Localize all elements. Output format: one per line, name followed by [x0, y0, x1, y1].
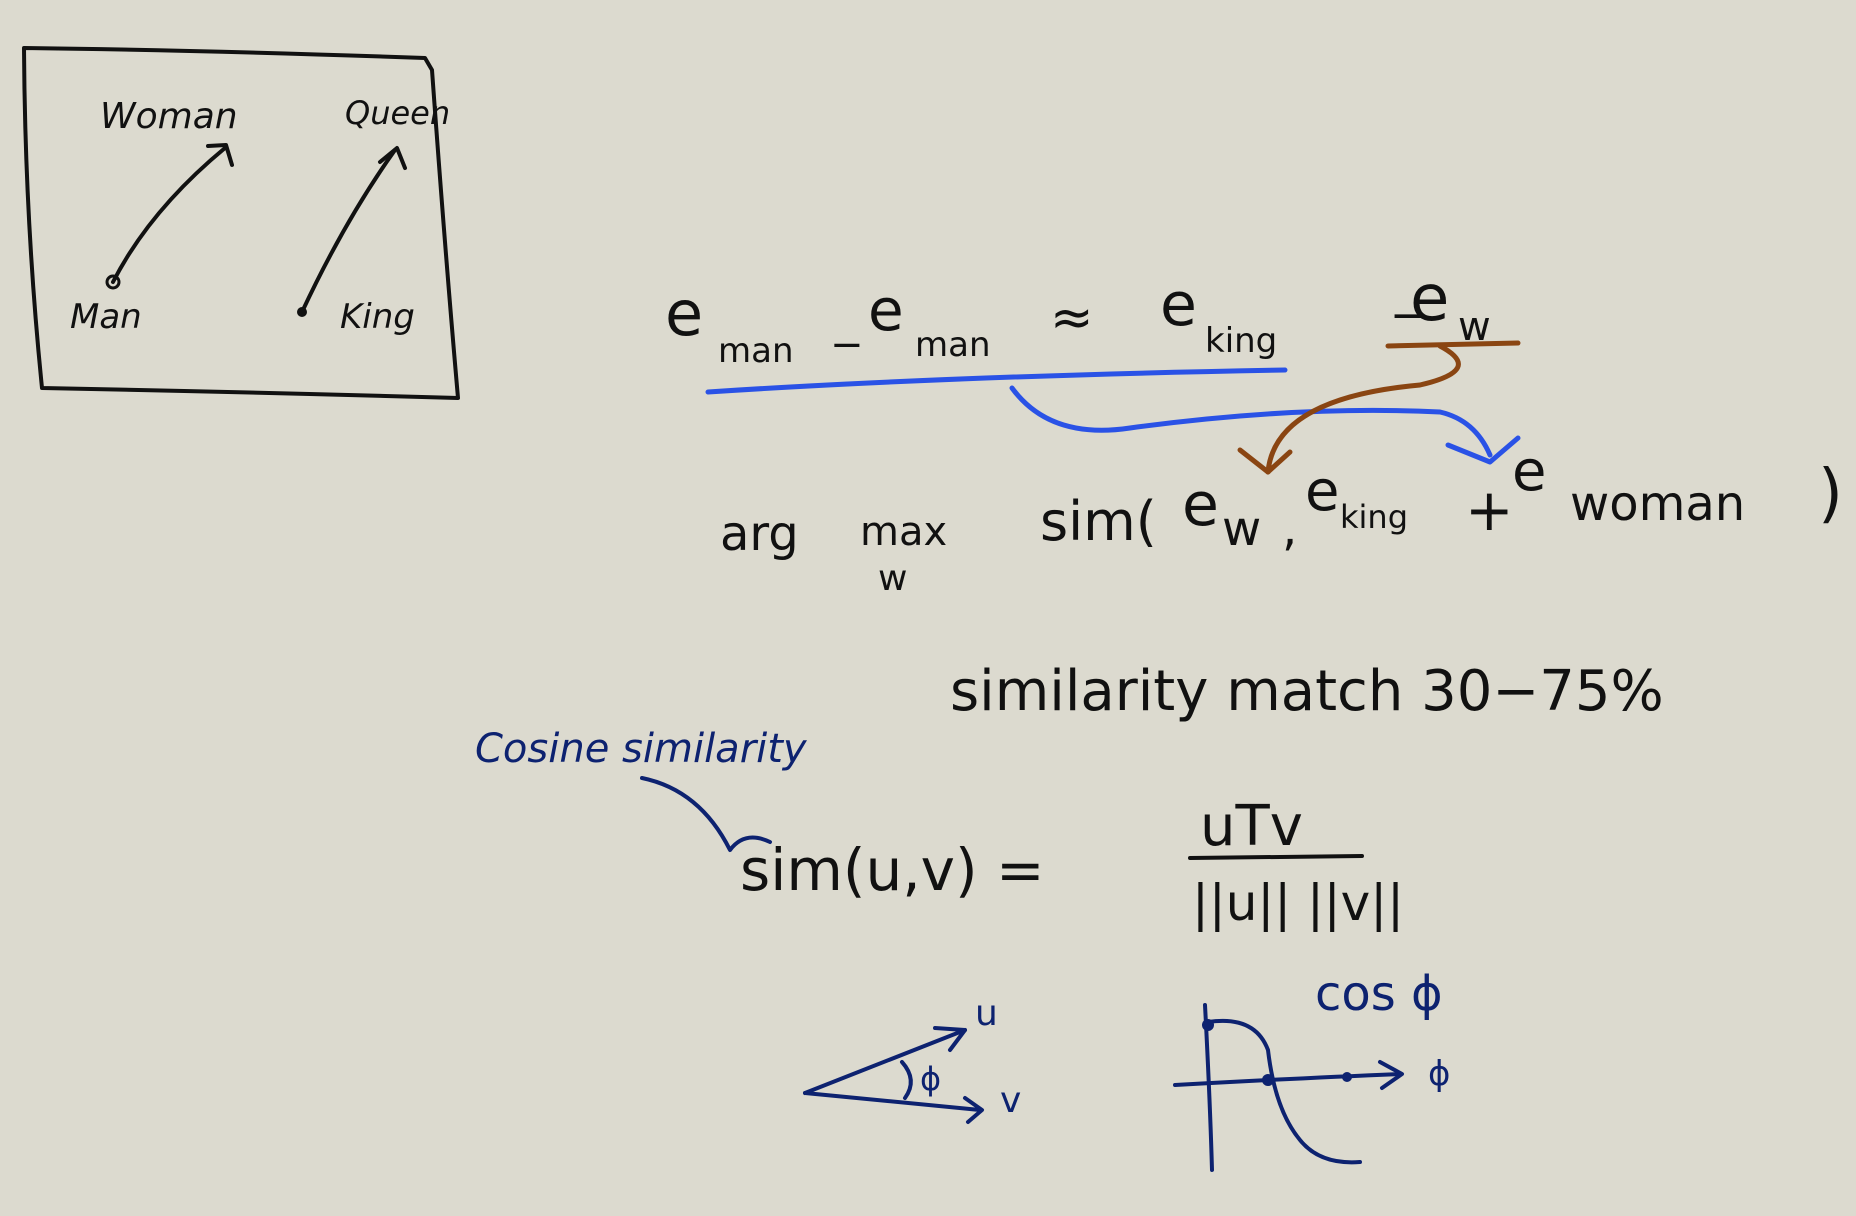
sim-open: sim( — [1040, 490, 1157, 553]
blue-substitution-arrow — [1009, 385, 1493, 458]
sim-uv-lhs: sim(u,v) = — [740, 836, 1045, 904]
word-analogy-diagram: Woman Queen Man King — [22, 46, 460, 400]
vector-v-head — [963, 1096, 984, 1124]
approx-sign: ≈ — [1050, 288, 1094, 348]
fraction-denominator: ||u|| ||v|| — [1192, 874, 1404, 932]
e-w-arg-sub: w — [1222, 501, 1261, 557]
plot-axis-phi: ϕ — [1428, 1054, 1450, 1094]
king-point — [297, 307, 307, 317]
man-point — [105, 274, 121, 290]
e-man-1: e — [665, 277, 703, 350]
plot-x-axis — [1173, 1072, 1402, 1087]
label-woman: Woman — [100, 96, 238, 137]
e-man-2-sub: man — [915, 325, 991, 365]
max-subscript-w: w — [878, 558, 907, 599]
max-text: max — [860, 509, 947, 555]
argmax-expression: arg max w sim( e w , e king + e woman ) — [720, 439, 1843, 599]
plot-title-cos-phi: cos ϕ — [1315, 966, 1443, 1022]
e-woman-sub: woman — [1570, 476, 1745, 532]
diagram-box-border — [22, 46, 460, 400]
vector-v-label: v — [1000, 1080, 1021, 1121]
cosine-curve — [1206, 1018, 1362, 1165]
arrow-head-queen — [378, 146, 407, 170]
fraction-bar — [1188, 854, 1364, 860]
plus-sign: + — [1465, 476, 1514, 544]
similarity-match-note: similarity match 30−75% — [950, 659, 1664, 724]
plot-point-pi — [1342, 1072, 1352, 1082]
fraction-numerator: uTv — [1200, 794, 1303, 859]
e-w: e — [1410, 262, 1449, 336]
man-to-woman-arrow — [111, 146, 227, 284]
plot-point-0 — [1262, 1074, 1274, 1086]
analogy-equation: e man − e man ≈ e king − e w — [665, 262, 1491, 371]
angle-phi-label: ϕ — [920, 1060, 941, 1098]
brown-arrow-head — [1237, 447, 1293, 475]
blue-underline — [705, 367, 1288, 395]
label-man: Man — [70, 297, 142, 337]
e-man-1-sub: man — [718, 331, 794, 371]
e-king: e — [1160, 270, 1197, 340]
arrow-head-woman — [206, 143, 234, 167]
label-queen: Queen — [345, 94, 450, 132]
cosine-pointer-arrow — [640, 776, 772, 852]
king-to-queen-arrow — [300, 148, 397, 314]
e-king-sub: king — [1205, 321, 1277, 361]
cosine-curve-sketch: cos ϕ ϕ — [1173, 966, 1450, 1172]
brown-underline — [1385, 340, 1521, 349]
angle-arc — [900, 1060, 913, 1100]
plot-point-1 — [1202, 1019, 1214, 1031]
vector-u-label: u — [975, 993, 998, 1034]
vector-u-line — [803, 1028, 967, 1095]
cosine-similarity-label: Cosine similarity — [475, 726, 808, 772]
comma: , — [1282, 501, 1297, 557]
e-king-arg: e — [1305, 459, 1339, 524]
vector-angle-sketch: ϕ u v — [803, 993, 1021, 1124]
e-man-2: e — [868, 276, 904, 344]
arg-text: arg — [720, 506, 799, 562]
e-king-arg-sub: king — [1340, 498, 1408, 536]
e-w-arg: e — [1182, 470, 1219, 540]
minus-1: − — [830, 322, 864, 368]
plot-x-axis-head — [1378, 1060, 1404, 1090]
cosine-similarity-formula: Cosine similarity sim(u,v) = uTv ||u|| |… — [475, 726, 1404, 932]
blue-arrow-head — [1445, 435, 1521, 465]
vector-u-head — [933, 1026, 967, 1052]
sim-close: ) — [1818, 457, 1843, 531]
vector-v-line — [803, 1091, 982, 1112]
minus-2: − — [1390, 290, 1427, 341]
label-king: King — [340, 297, 415, 337]
e-woman: e — [1512, 439, 1546, 504]
brown-substitution-arrow — [1265, 343, 1461, 475]
